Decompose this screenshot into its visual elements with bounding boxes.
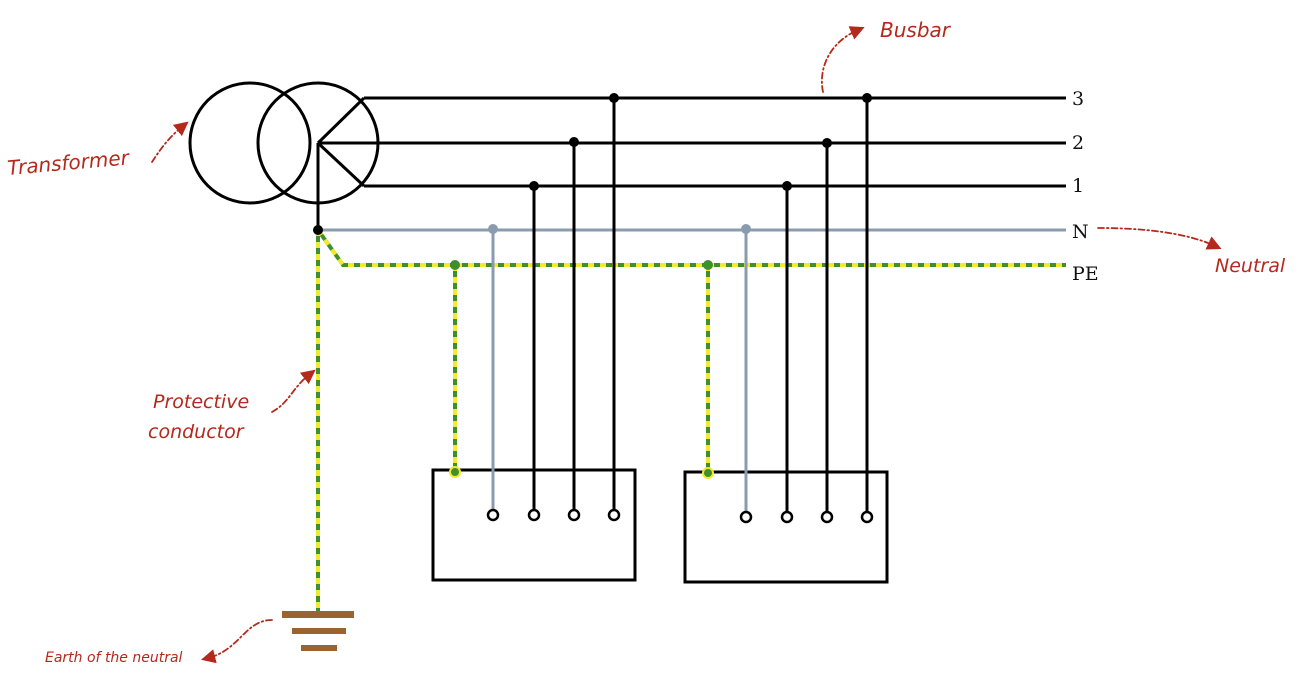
protective-arrow	[271, 369, 316, 413]
neutral-annotation: Neutral	[1215, 255, 1286, 277]
star-arm-1	[316, 141, 366, 188]
line-label-pe: PE	[1072, 263, 1099, 285]
transformer-arrow	[151, 121, 189, 163]
protective-annotation-line1: Protective	[153, 391, 249, 413]
primary-winding-circle	[188, 81, 312, 205]
load-box-2	[683, 93, 889, 584]
neutral-arrow	[1097, 227, 1222, 250]
busbar-arrow	[821, 26, 865, 93]
line-label-neutral: N	[1072, 221, 1089, 243]
transformer-annotation: Transformer	[6, 145, 131, 180]
earth-annotation: Earth of the neutral	[45, 650, 183, 666]
protective-annotation-line2: conductor	[148, 421, 245, 443]
busbar-annotation: Busbar	[880, 18, 952, 42]
star-arm-3	[316, 96, 366, 145]
line-label-1: 1	[1072, 175, 1084, 197]
load-box-1	[431, 93, 637, 582]
pe-conductor	[316, 228, 1066, 267]
line-label-3: 3	[1072, 88, 1084, 110]
transformer-symbol	[188, 81, 380, 230]
earth-arrow	[201, 619, 273, 664]
line-label-2: 2	[1072, 132, 1084, 154]
star-point-node	[313, 225, 323, 235]
earth-symbol	[282, 611, 354, 651]
